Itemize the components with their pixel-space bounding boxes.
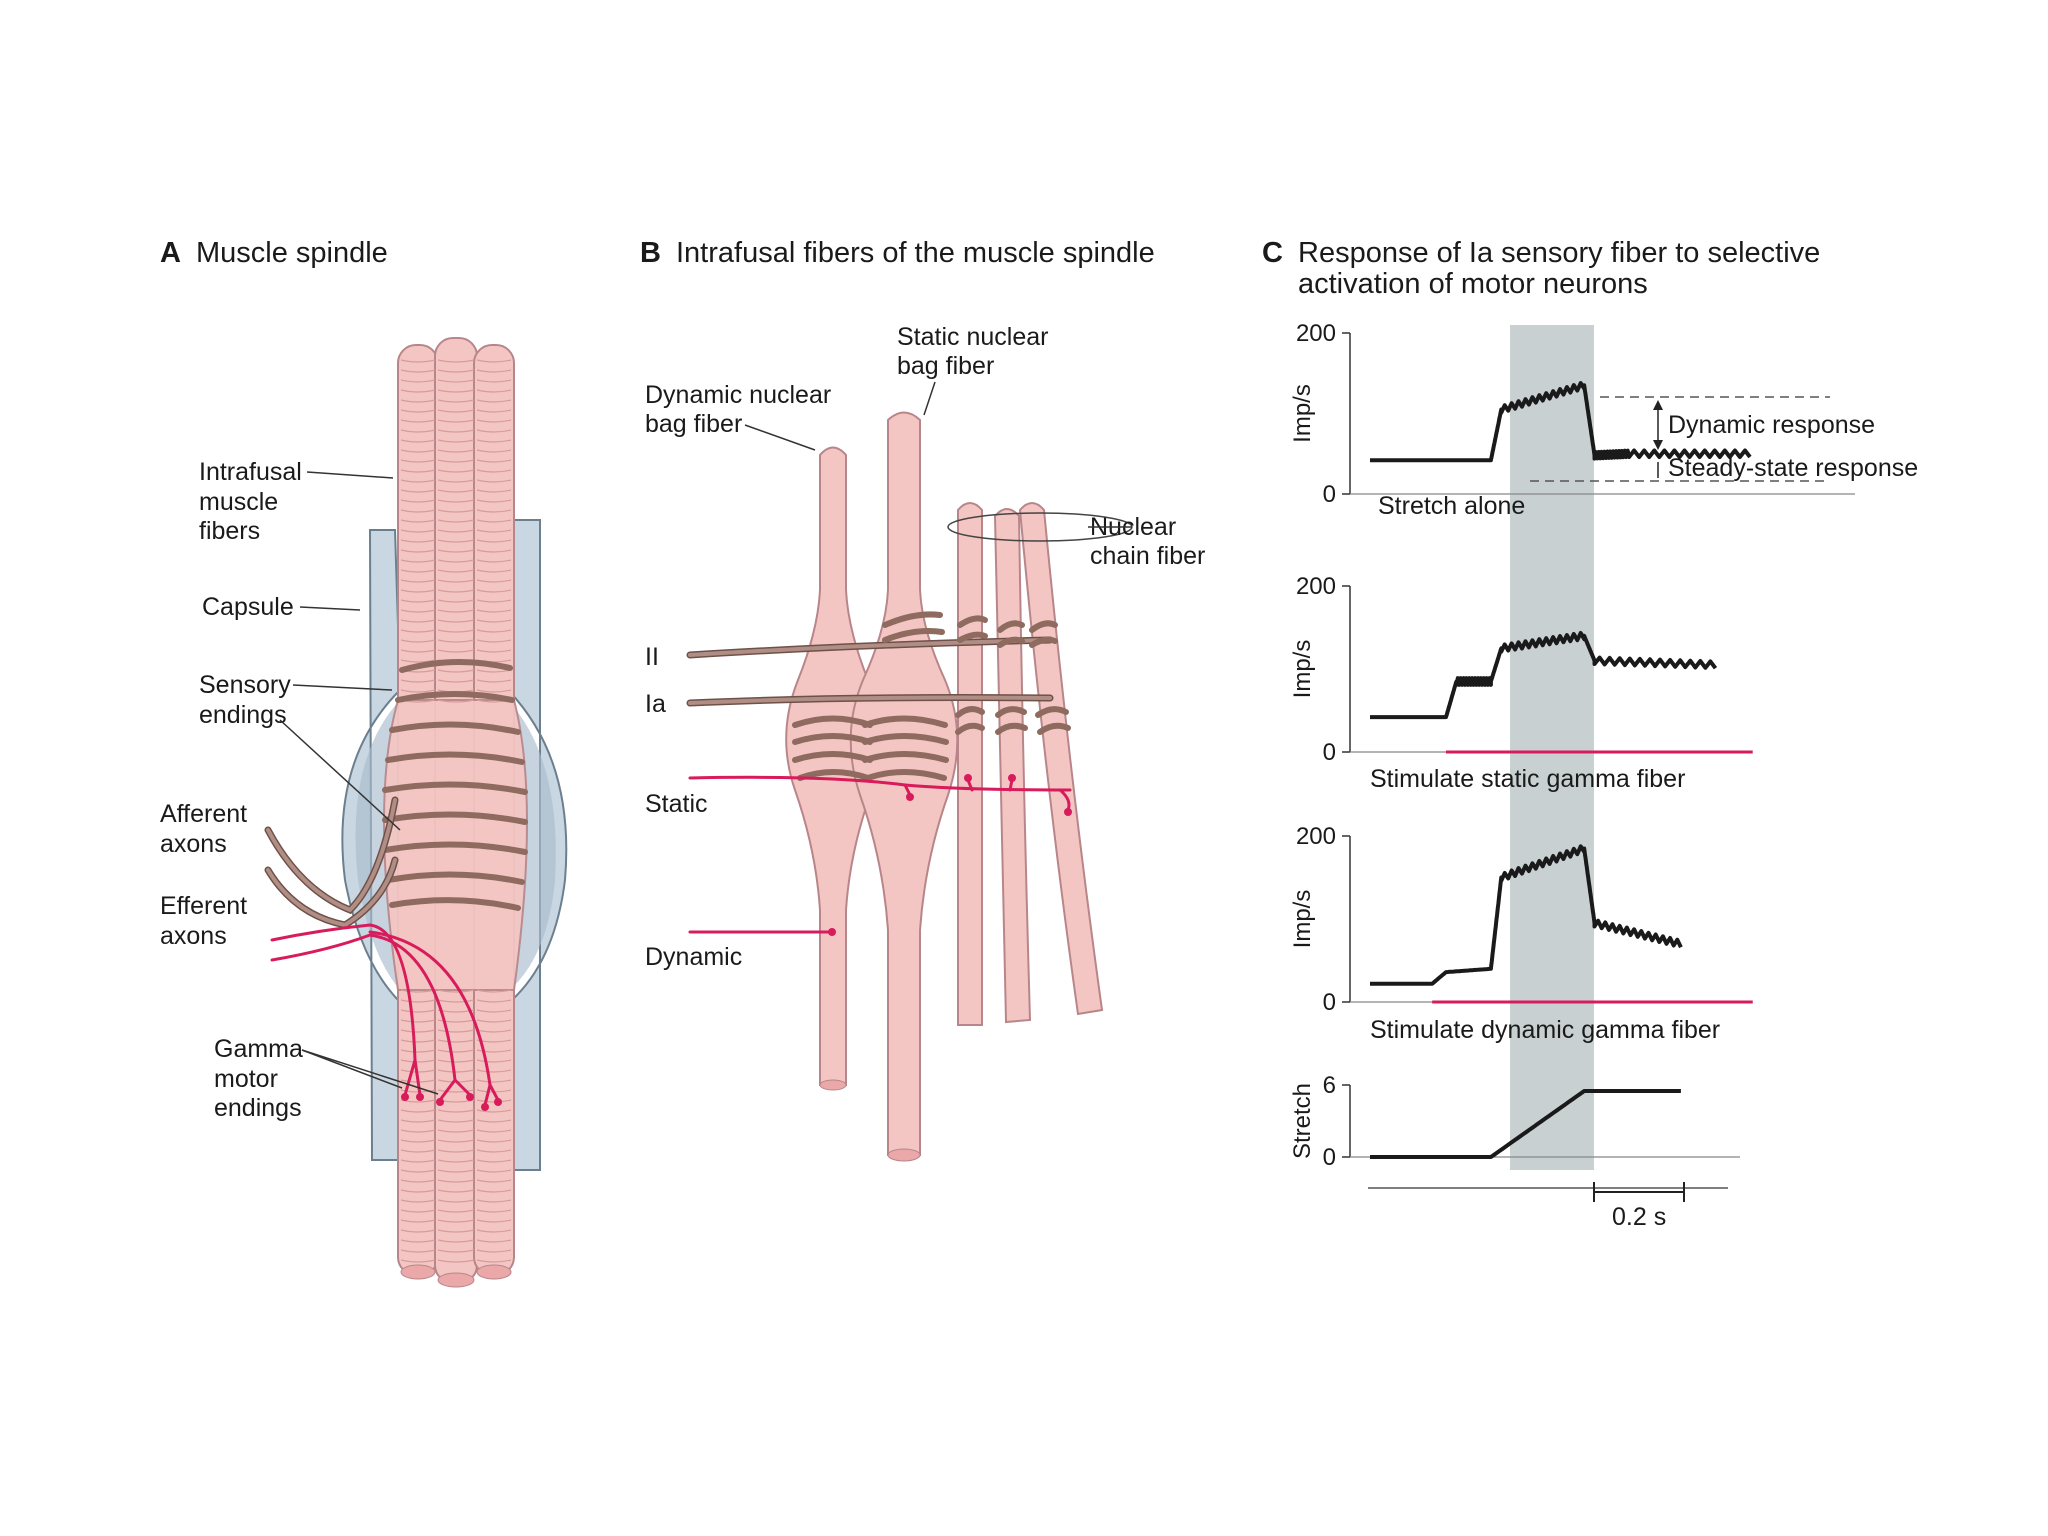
scale-bar-label: 0.2 s — [1612, 1203, 1666, 1231]
y-tick-label: 0 — [1323, 739, 1336, 766]
fiber-striations — [400, 359, 512, 1263]
panel-b: B Intrafusal fibers of the muscle spindl… — [640, 237, 1205, 1162]
y-tick-label: 6 — [1323, 1072, 1336, 1099]
svg-text:Static nuclear: Static nuclear — [897, 323, 1048, 351]
svg-text:Intrafusal: Intrafusal — [199, 458, 302, 486]
label-static-bag: Static nuclear bag fiber — [897, 323, 1048, 416]
sensory-endings — [382, 658, 528, 911]
response-annotations: Dynamic response Steady-state response — [1530, 396, 1918, 482]
dynamic-bag-fiber — [785, 446, 882, 1086]
y-tick-label: 200 — [1296, 320, 1336, 347]
steady-state-response-label: Steady-state response — [1668, 454, 1918, 482]
capsule-shape-right — [506, 519, 568, 1171]
response-trace — [1370, 381, 1752, 463]
svg-text:muscle: muscle — [199, 488, 278, 516]
y-axis-label: Stretch — [1289, 1083, 1316, 1159]
svg-text:fibers: fibers — [199, 517, 260, 545]
condition-label: Stimulate static gamma fiber — [1370, 765, 1685, 793]
svg-text:endings: endings — [214, 1094, 302, 1122]
y-tick-label: 200 — [1296, 573, 1336, 600]
y-tick-label: 0 — [1323, 481, 1336, 508]
efferent-axons — [270, 923, 500, 1107]
label-sensory-endings: Sensory endings — [199, 671, 401, 831]
label-dynamic-bag: Dynamic nuclear bag fiber — [645, 381, 831, 451]
svg-text:Afferent: Afferent — [160, 800, 247, 828]
time-scale-bar: 0.2 s — [1368, 1182, 1728, 1231]
nuclear-chain-fibers — [957, 502, 1104, 1026]
panel-c-title-line-2: activation of motor neurons — [1298, 268, 1648, 300]
label-efferent-axons: Efferent axons — [160, 892, 247, 950]
capsule-shape — [341, 529, 402, 1161]
svg-text:Capsule: Capsule — [202, 593, 294, 621]
y-tick-label: 0 — [1323, 1144, 1336, 1171]
dynamic-response-label: Dynamic response — [1668, 411, 1875, 439]
chart-4: 0 6 Stretch — [1289, 1072, 1740, 1171]
svg-text:Dynamic nuclear: Dynamic nuclear — [645, 381, 831, 409]
panel-c-letter: C — [1262, 237, 1283, 269]
label-capsule: Capsule — [202, 593, 361, 621]
condition-label: Stimulate dynamic gamma fiber — [1370, 1016, 1720, 1044]
y-axis-label: Imp/s — [1289, 890, 1316, 949]
y-tick-label: 0 — [1323, 989, 1336, 1016]
panel-a-letter: A — [160, 237, 181, 269]
svg-text:chain fiber: chain fiber — [1090, 542, 1205, 570]
svg-text:axons: axons — [160, 830, 227, 858]
response-trace — [1370, 631, 1718, 720]
afferent-ii — [686, 636, 1054, 659]
svg-text:bag fiber: bag fiber — [645, 410, 742, 438]
panel-a-title: Muscle spindle — [196, 237, 388, 269]
svg-text:Sensory: Sensory — [199, 671, 291, 699]
svg-text:Gamma: Gamma — [214, 1035, 303, 1063]
label-gamma-motor-endings: Gamma motor endings — [214, 1035, 439, 1122]
panel-a: A Muscle spindle — [160, 237, 568, 1288]
label-dynamic: Dynamic — [645, 943, 742, 971]
label-static: Static — [645, 790, 708, 818]
svg-text:bag fiber: bag fiber — [897, 352, 994, 380]
gamma-motor-endings — [401, 1093, 502, 1111]
y-axis-label: Imp/s — [1289, 384, 1316, 443]
panel-c-title-line-1: Response of Ia sensory fiber to selectiv… — [1298, 237, 1820, 269]
svg-text:endings: endings — [199, 701, 287, 729]
panel-b-title: Intrafusal fibers of the muscle spindle — [676, 237, 1155, 269]
panel-b-letter: B — [640, 237, 661, 269]
condition-label: Stretch alone — [1378, 492, 1525, 520]
label-chain-fiber: Nuclear chain fiber — [1088, 513, 1205, 570]
fiber-spirals — [792, 611, 1071, 781]
label-intrafusal: Intrafusal muscle fibers — [199, 458, 394, 545]
svg-text:motor: motor — [214, 1065, 278, 1093]
label-ia: Ia — [645, 690, 666, 718]
svg-text:Efferent: Efferent — [160, 892, 247, 920]
response-trace — [1370, 1089, 1681, 1159]
label-ii: II — [645, 643, 659, 671]
afferent-ia — [686, 694, 1054, 707]
panel-c: C Response of Ia sensory fiber to select… — [1262, 237, 1918, 1231]
svg-text:axons: axons — [160, 922, 227, 950]
y-tick-label: 200 — [1296, 823, 1336, 850]
response-trace — [1370, 844, 1683, 986]
label-afferent-axons: Afferent axons — [160, 800, 247, 858]
stretch-period-shading — [1510, 325, 1594, 1170]
intrafusal-fibers — [383, 337, 528, 1288]
y-axis-label: Imp/s — [1289, 640, 1316, 699]
